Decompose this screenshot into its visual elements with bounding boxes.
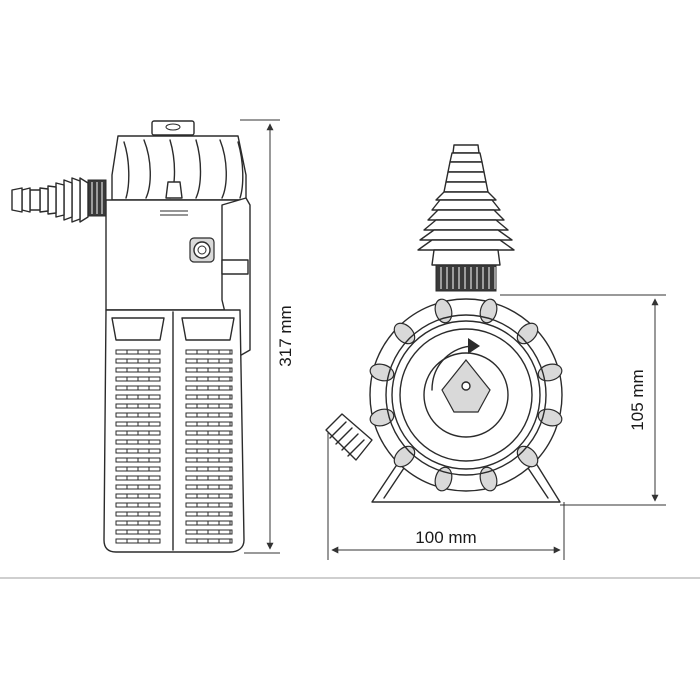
pump-body-upper xyxy=(105,199,241,311)
hose-connector-side xyxy=(11,177,107,223)
cable-gland xyxy=(325,413,373,461)
footer-divider xyxy=(0,577,700,579)
height-dimension: 317 mm xyxy=(240,119,295,554)
filter-grill-right xyxy=(185,349,233,544)
pump-front-view xyxy=(325,144,563,503)
pump-side-view xyxy=(11,120,251,553)
depth-dimension: 105 mm xyxy=(500,294,666,506)
depth-label: 105 mm xyxy=(628,369,647,430)
side-clip xyxy=(221,259,249,275)
height-label: 317 mm xyxy=(276,305,295,366)
rotation-arrow xyxy=(431,345,475,391)
filter-housing xyxy=(103,309,245,553)
width-dimension: 100 mm xyxy=(327,432,565,560)
outlet-spout xyxy=(417,144,515,266)
top-knob xyxy=(151,120,195,136)
filter-grill-left xyxy=(115,349,161,544)
width-label: 100 mm xyxy=(415,528,476,547)
spout-nut xyxy=(435,264,497,292)
